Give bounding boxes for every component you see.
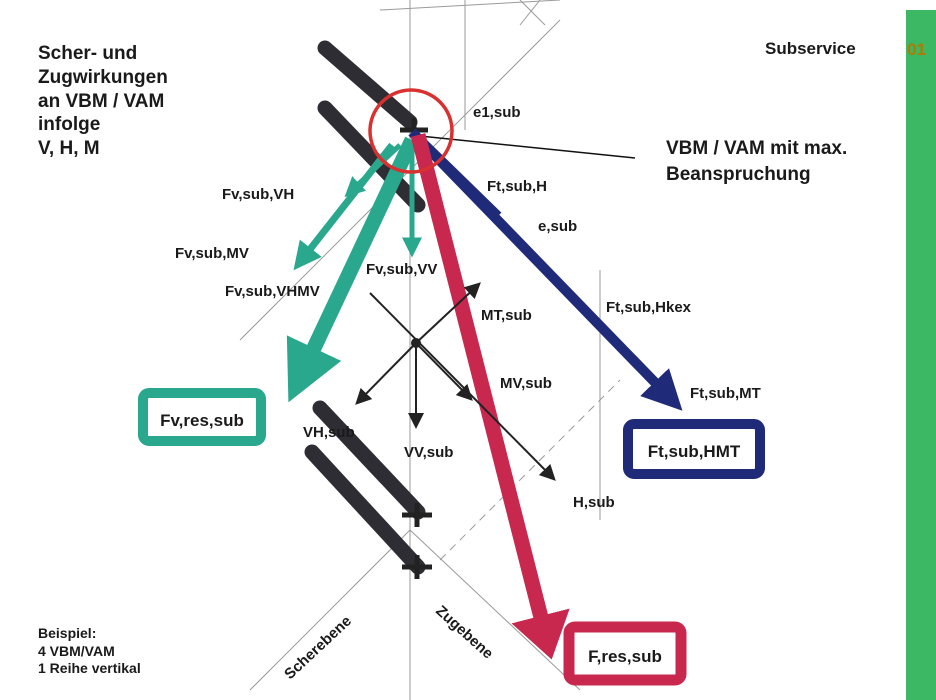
example-line: Beispiel:: [38, 625, 97, 641]
title-line: an VBM / VAM: [38, 90, 165, 112]
ft-sub-h-arrow: [418, 134, 502, 216]
title-line: infolge: [38, 114, 101, 136]
connector-bars: [304, 40, 426, 575]
label-fv-sub-mv: Fv,sub,MV: [175, 245, 249, 262]
vh-sub-arrow: [355, 342, 417, 405]
h-sub-arrow: [369, 292, 556, 481]
zugebene-line: [409, 529, 581, 691]
guide-line: [519, 0, 541, 26]
max-load-circle: [368, 88, 454, 174]
callout-leader-line: [409, 134, 636, 159]
example-note: Beispiel: 4 VBM/VAM 1 Reihe vertikal: [38, 625, 141, 678]
connector-bar: [304, 444, 426, 575]
label-e-sub: e,sub: [538, 218, 577, 235]
fv-sub-vh-arrow: [344, 143, 402, 198]
fv-res-sub-box: [138, 388, 266, 446]
f-res-sub-box: [563, 621, 687, 686]
guide-line: [519, 0, 546, 26]
example-line: 1 Reihe vertikal: [38, 660, 141, 676]
label-ft-sub-h: Ft,sub,H: [487, 178, 547, 195]
page-number: 01: [907, 40, 926, 59]
center-node: [411, 338, 421, 348]
scherebene-line: [249, 529, 411, 691]
ft-sub-hmt-box-label: Ft,sub,HMT: [648, 442, 741, 461]
title-line: Zugwirkungen: [38, 66, 168, 88]
component-arrows: [355, 282, 556, 481]
shear-arrows: [286, 136, 422, 403]
green-side-bar: [906, 10, 936, 700]
label-fv-sub-vhmv: Fv,sub,VHMV: [225, 283, 320, 300]
callout-line-2: Beanspruchung: [666, 164, 811, 185]
label-zugebene: Zugebene: [432, 602, 496, 662]
connector-bar: [317, 40, 418, 130]
label-e1-sub: e1,sub: [473, 104, 521, 121]
guide-line: [379, 0, 561, 11]
label-h-sub: H,sub: [573, 494, 615, 511]
f-res-sub-box-label: F,res,sub: [588, 647, 662, 666]
result-boxes: [138, 388, 765, 686]
title-line: Scher- und: [38, 43, 138, 64]
callout-line-1: VBM / VAM mit max.: [666, 138, 847, 159]
label-fv-sub-vv: Fv,sub,VV: [366, 261, 437, 278]
label-mv-sub: MV,sub: [500, 375, 552, 392]
mv-sub-arrow: [415, 342, 473, 401]
guide-line: [439, 379, 621, 561]
label-vv-sub: VV,sub: [404, 444, 453, 461]
label-ft-sub-mt: Ft,sub,MT: [690, 385, 761, 402]
connector-crosses: [400, 118, 432, 579]
f-res-sub-arrow: [410, 133, 570, 660]
ft-sub-hmt-arrow: [408, 128, 683, 411]
ft-sub-hmt-box: [623, 419, 765, 479]
subservice-label: Subservice: [765, 39, 856, 58]
title-line: V, H, M: [38, 138, 100, 159]
label-fv-sub-vh: Fv,sub,VH: [222, 186, 294, 203]
connector-bar: [317, 100, 426, 213]
fv-res-arrow: [286, 136, 419, 403]
label-ft-sub-hkex: Ft,sub,Hkex: [606, 299, 692, 316]
diagram-title: Scher- und Zugwirkungen an VBM / VAM inf…: [38, 42, 168, 161]
mt-sub-arrow: [415, 282, 481, 344]
guide-lines: [239, 0, 636, 700]
label-vh-sub: VH,sub: [303, 424, 355, 441]
label-mt-sub: MT,sub: [481, 307, 532, 324]
connector-bar: [312, 400, 426, 520]
example-line: 4 VBM/VAM: [38, 642, 115, 659]
fv-res-sub-box-label: Fv,res,sub: [160, 411, 244, 430]
